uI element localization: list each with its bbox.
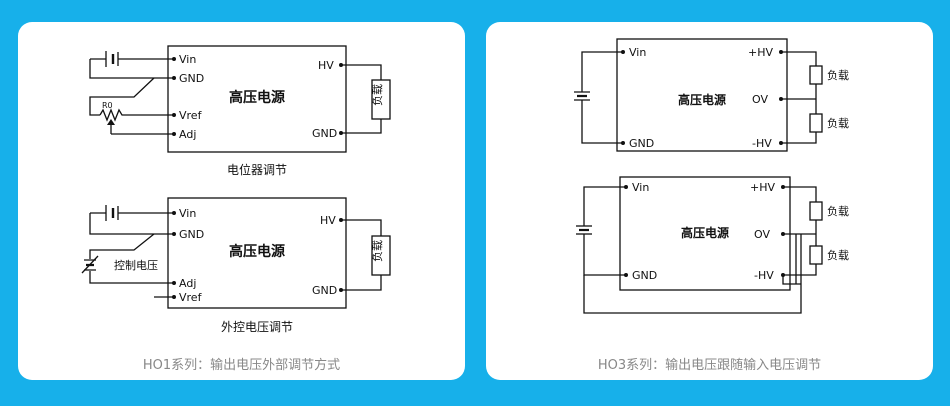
wiper-arrow-icon [107, 119, 115, 125]
pin-label: HV [318, 59, 334, 72]
load-label: 负载 [827, 248, 849, 262]
pin-label: Adj [179, 277, 196, 290]
sub-caption: 电位器调节 [227, 162, 287, 177]
pin-label: -HV [752, 137, 772, 150]
pin-label: +HV [750, 181, 775, 194]
sub-caption: 外控电压调节 [221, 320, 293, 334]
pin-label: +HV [748, 46, 773, 59]
module-title: 高压电源 [229, 89, 285, 106]
panel-caption: HO1系列：输出电压外部调节方式 [142, 358, 341, 373]
wire [89, 233, 174, 284]
wire [89, 77, 155, 116]
resistor-label: R0 [102, 101, 113, 110]
module-title: 高压电源 [229, 243, 285, 260]
circuit-potentiometer: 高压电源 Vin GND Vref Adj HV GND R0 [89, 45, 391, 177]
load-label: 负载 [827, 204, 849, 218]
pin-label: GND [632, 269, 657, 282]
pin-label: GND [312, 284, 337, 297]
pin-label: Vin [179, 53, 196, 66]
load-resistor [809, 245, 823, 265]
circuit-feedback-load: 高压电源 Vin GND +HV OV -HV 负载 负载 [576, 176, 849, 314]
pin-label: Vin [632, 181, 649, 194]
pin-label: Vref [179, 291, 203, 304]
power-module-box [616, 38, 788, 152]
panel-caption: HO3系列：输出电压跟随输入电压调节 [597, 358, 822, 373]
card-ho1: 高压电源 Vin GND Vref Adj HV GND R0 [18, 22, 465, 380]
pin-label: GND [179, 228, 204, 241]
wire [781, 51, 817, 144]
wire [783, 186, 817, 276]
load-resistor [809, 113, 823, 133]
wire [581, 51, 623, 144]
wire [341, 64, 382, 134]
wire [583, 234, 802, 314]
load-resistor [809, 65, 823, 85]
pin-label: Vin [629, 46, 646, 59]
diagram-ho1: 高压电源 Vin GND Vref Adj HV GND R0 [81, 45, 391, 334]
pin-label: OV [754, 228, 770, 241]
wire [341, 219, 382, 291]
wire [782, 234, 801, 285]
pin-label: GND [629, 137, 654, 150]
load-resistor [809, 201, 823, 221]
module-title: 高压电源 [678, 92, 726, 107]
module-title: 高压电源 [681, 225, 729, 240]
pin-label: -HV [754, 269, 774, 282]
card-ho3: 高压电源 Vin GND +HV OV -HV 负载 负载 高 [486, 22, 933, 380]
load-label: 负载 [827, 68, 849, 82]
load-label: 负载 [370, 84, 384, 106]
load-label: 负载 [370, 240, 384, 262]
pin-label: GND [179, 72, 204, 85]
load-box [371, 235, 391, 276]
circuit-external-control: 高压电源 Vin GND Adj Vref HV GND 控制电压 [81, 197, 391, 334]
control-voltage-label: 控制电压 [114, 258, 158, 272]
wire [89, 212, 174, 235]
load-label: 负载 [827, 116, 849, 130]
pin-label: OV [752, 93, 768, 106]
wire [89, 58, 174, 79]
load-box [371, 79, 391, 120]
circuit-series-load: 高压电源 Vin GND +HV OV -HV 负载 负载 [574, 38, 849, 152]
pin-label: GND [312, 127, 337, 140]
power-module-box [167, 197, 347, 309]
diagram-ho3: 高压电源 Vin GND +HV OV -HV 负载 负载 高 [574, 38, 849, 314]
pin-label: Adj [179, 128, 196, 141]
variable-arrow-icon [81, 255, 99, 274]
resistor-icon [99, 108, 174, 122]
pin-label: HV [320, 214, 336, 227]
pin-label: Vref [179, 109, 203, 122]
pin-label: Vin [179, 207, 196, 220]
power-module-box [167, 45, 347, 153]
